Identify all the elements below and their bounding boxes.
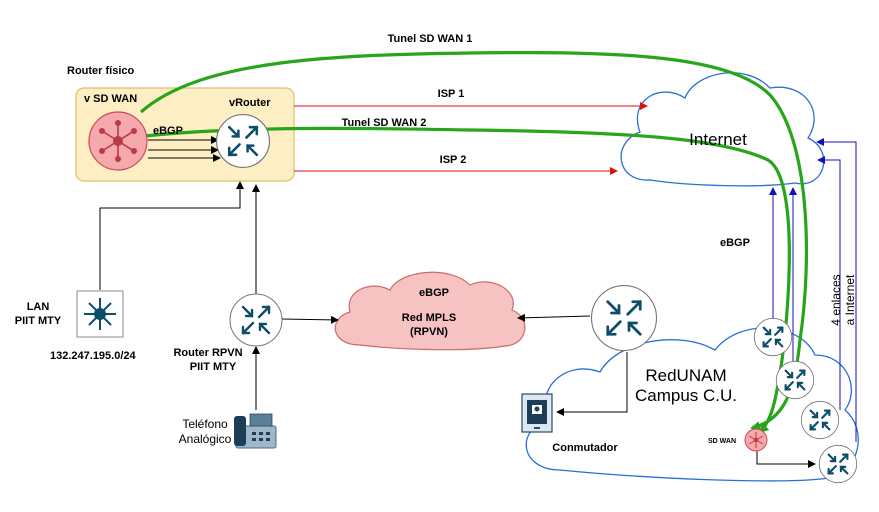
- tunnel1-label: Tunel SD WAN 1: [388, 33, 473, 45]
- redunam-line2: Campus C.U.: [635, 386, 737, 405]
- rpvn-line2: PIIT MTY: [190, 361, 237, 373]
- black-links: [99, 136, 816, 468]
- telefono-line1: Teléfono: [182, 417, 228, 431]
- redunam-line1: RedUNAM: [645, 366, 726, 385]
- lan-line1: LAN: [27, 301, 50, 313]
- sdwan-small-node-icon: [744, 428, 768, 452]
- router-icon: [818, 444, 858, 484]
- sdwan-small-label: SD WAN: [708, 438, 736, 445]
- telephone-icon: [234, 413, 277, 449]
- router-icon: [229, 293, 283, 347]
- telefono-line2: Analógico: [179, 432, 232, 446]
- router-icon: [753, 317, 793, 357]
- internet-label: Internet: [689, 130, 747, 149]
- router-icon: [775, 360, 815, 400]
- mpls-ebgp-label: eBGP: [419, 287, 449, 299]
- rpvn-line1: Router RPVN: [173, 347, 242, 359]
- lan-network-label: 132.247.195.0/24: [50, 350, 137, 362]
- router-icon: [590, 284, 658, 352]
- ebgp-right-label: eBGP: [720, 237, 750, 249]
- pbx-icon: [521, 393, 553, 433]
- isp2-label: ISP 2: [440, 154, 467, 166]
- isp1-label: ISP 1: [438, 88, 465, 100]
- router-fisico-label: Router físico: [67, 65, 135, 77]
- mpls-cloud: [334, 271, 526, 351]
- ebgp-box-label: eBGP: [153, 125, 183, 137]
- sdwan-tunnels: [139, 50, 809, 434]
- router-icon: [800, 400, 840, 440]
- conmutador-label: Conmutador: [552, 442, 618, 454]
- mpls-name-label: Red MPLS: [402, 312, 456, 324]
- router-icon: [215, 113, 271, 169]
- enlaces-label: 4 enlaces a Internet: [829, 274, 857, 326]
- sdwan-node-icon: [88, 111, 148, 171]
- lan-line2: PIIT MTY: [15, 315, 62, 327]
- enlaces-line2: a Internet: [843, 274, 857, 325]
- mpls-sub-label: (RPVN): [410, 326, 448, 338]
- enlaces-line1: 4 enlaces: [829, 274, 843, 325]
- vrouter-label: vRouter: [229, 97, 271, 109]
- vsdwan-label: v SD WAN: [84, 93, 137, 105]
- tunnel2-label: Tunel SD WAN 2: [342, 117, 427, 129]
- internet-uplinks: [769, 138, 857, 442]
- layer3-switch-icon: [76, 290, 124, 338]
- isp-links: [294, 102, 648, 175]
